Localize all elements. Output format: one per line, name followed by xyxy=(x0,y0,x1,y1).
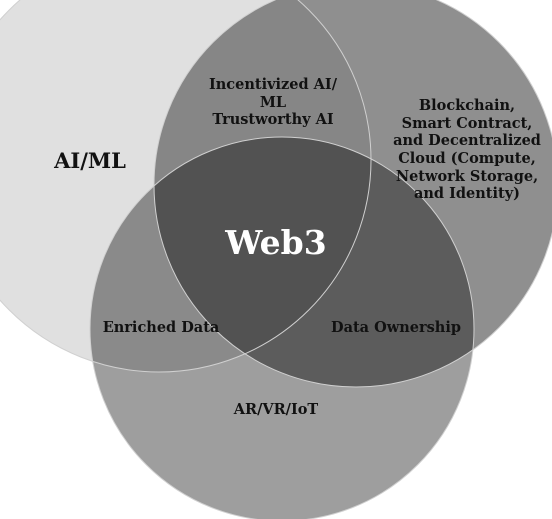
enriched-data-label: Enriched Data xyxy=(102,319,220,336)
ar-vr-iot-label: AR/VR/IoT xyxy=(233,401,319,418)
blockchain-label: Blockchain, Smart Contract, and Decentra… xyxy=(393,97,541,203)
ai-ml-outline xyxy=(0,0,372,373)
ai-ml-label: AI/ML xyxy=(54,148,126,173)
blockchain-outline xyxy=(153,0,552,388)
center-overlap-group xyxy=(154,137,371,372)
ar-vr-iot-outline xyxy=(89,136,475,519)
incentivized-ai-label: Incentivized AI/ ML Trustworthy AI xyxy=(208,76,338,129)
center-overlap xyxy=(154,137,371,372)
web3-label: Web3 xyxy=(225,223,327,262)
data-ownership-label: Data Ownership xyxy=(331,319,461,336)
